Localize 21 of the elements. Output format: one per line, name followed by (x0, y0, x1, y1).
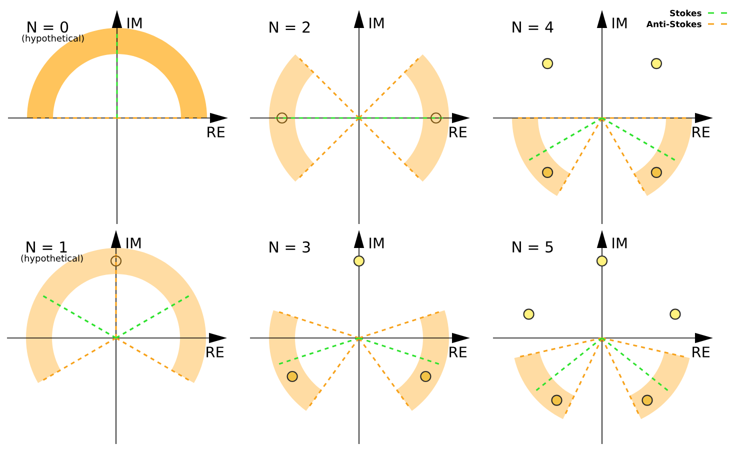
legend-label: Stokes (670, 10, 702, 16)
axis-label: IM (126, 238, 141, 248)
panel-title: N = 1 (26, 242, 67, 252)
axis-label: IM (128, 18, 142, 28)
axis-label: IM (612, 18, 627, 28)
axis-label: RE (208, 126, 225, 138)
axis-label: RE (450, 346, 467, 358)
panel-title: N = 0 (28, 21, 68, 33)
axis-label: RE (206, 346, 224, 358)
legend-label: Anti-Stokes (646, 20, 702, 28)
axis-label: RE (450, 126, 467, 138)
axis-label: IM (370, 238, 384, 248)
panel-title: N = 4 (512, 22, 554, 32)
panel-title: N = 3 (270, 241, 310, 253)
note: (hypothetical) (21, 254, 83, 264)
panel-title: N = 5 (512, 241, 553, 253)
axis-label: RE (692, 346, 710, 358)
axis-label: RE (692, 126, 710, 138)
panel-title: N = 2 (270, 21, 310, 33)
axis-label: IM (370, 18, 384, 28)
axis-label: IM (612, 238, 627, 248)
